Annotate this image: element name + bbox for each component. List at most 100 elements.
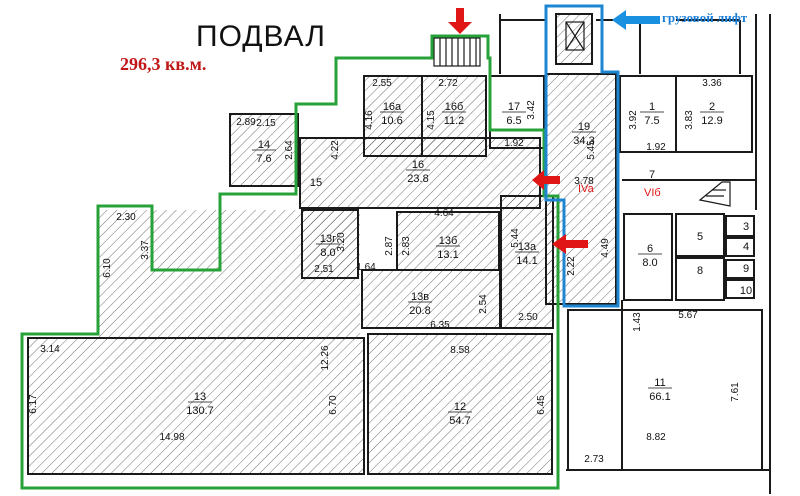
dimension-label: 2.30: [116, 212, 136, 223]
room-number-r16a: 16а: [383, 101, 402, 113]
dimension-label: 4.64: [434, 208, 454, 219]
dimension-label: 1.64: [356, 262, 376, 273]
arrows: [448, 8, 660, 254]
dimension-label: 6.45: [536, 395, 547, 415]
room-13-fill: [27, 337, 365, 475]
room-10-wall: [725, 279, 755, 299]
dimension-label: 3.92: [628, 110, 639, 130]
room-area-r17: 6.5: [506, 115, 521, 127]
dimension-label: 2.22: [566, 256, 577, 276]
room-area-r13b: 13.1: [437, 249, 458, 261]
dimension-label: 8.82: [646, 432, 666, 443]
room-area-r13g: 8.0: [320, 247, 335, 259]
room-number-r15: 15: [310, 177, 322, 189]
room-12-fill: [367, 333, 553, 475]
room-3-wall: [725, 215, 755, 237]
room-number-r12: 12: [454, 401, 466, 413]
room-number-r13b: 13б: [439, 235, 458, 247]
dimension-label: 4.49: [600, 238, 611, 258]
dimension-label: 1.92: [646, 142, 666, 153]
room-number-r13g: 13г: [320, 233, 336, 245]
marker-iva: IVa: [578, 183, 595, 195]
dimension-label: 3.14: [40, 344, 60, 355]
room-area-r6: 8.0: [642, 257, 657, 269]
dimension-label: 8.58: [450, 345, 470, 356]
hatched-areas: [27, 13, 617, 475]
room-area-r16b: 11.2: [444, 115, 465, 127]
stairs-icon: [433, 37, 731, 207]
dimension-label: 6.35: [430, 320, 450, 331]
room-number-r2: 2: [709, 101, 715, 113]
lift-zone-boundary-blue: [544, 4, 620, 308]
room-number-r17: 17: [508, 101, 520, 113]
arrow-left-icon: [612, 10, 660, 30]
room-number-r13a: 13а: [518, 241, 537, 253]
room-2-wall: [675, 75, 753, 153]
small-room-9: 9: [743, 263, 749, 275]
room-number-r11: 11: [654, 377, 665, 389]
dimension-label: 14.98: [159, 432, 184, 443]
room-area-r1: 7.5: [644, 115, 659, 127]
dimension-label: 1.92: [504, 138, 524, 149]
arrow-left-red-2-icon: [552, 234, 588, 254]
arrow-left-red-1-icon: [532, 170, 560, 190]
dimension-label: 7.61: [730, 382, 741, 402]
dimension-label: 12.26: [320, 345, 331, 370]
dimension-label: 3.20: [336, 232, 347, 252]
room-13v-fill: [361, 269, 501, 329]
room-area-r14: 7.6: [256, 153, 271, 165]
dimension-label: 3.37: [140, 240, 151, 260]
dimension-label: 2.54: [478, 294, 489, 314]
room-number-r6: 6: [647, 243, 653, 255]
dimension-label: 1.43: [632, 312, 643, 332]
room-16b-fill: [421, 75, 487, 157]
dimension-label: 4.15: [426, 110, 437, 130]
dimension-label: 2.50: [518, 312, 538, 323]
room-number-r7: 7: [649, 169, 655, 181]
room-area-r11: 66.1: [649, 391, 670, 403]
room-area-r13a: 14.1: [516, 255, 537, 267]
room-6-wall: [623, 213, 673, 301]
dimension-label: 2.72: [438, 78, 458, 89]
dimension-label: 5.67: [678, 310, 698, 321]
dimension-label: 2.55: [372, 78, 392, 89]
page-title: ПОДВАЛ: [196, 20, 326, 53]
room-area-r13: 130.7: [186, 405, 214, 417]
dimension-label: 4.16: [364, 110, 375, 130]
room-area-r16: 23.8: [407, 173, 428, 185]
room-area-r13v: 20.8: [409, 305, 430, 317]
room-5-wall: [675, 213, 725, 257]
dimension-label: 3.36: [702, 78, 722, 89]
room-number-r13v: 13в: [411, 291, 429, 303]
dimension-label: 2.73: [584, 454, 604, 465]
room-number-r13: 13: [194, 391, 206, 403]
room-4-wall: [725, 237, 755, 257]
small-room-3: 3: [743, 221, 749, 233]
room-area-r2: 12.9: [701, 115, 722, 127]
room-number-r16: 16: [412, 159, 424, 171]
room-area-r12: 54.7: [449, 415, 470, 427]
room-13a-fill: [500, 195, 554, 329]
dimension-label: 6.17: [28, 394, 39, 414]
dimension-label: 6.10: [102, 258, 113, 278]
room-area-r19: 34.3: [573, 135, 594, 147]
room-9-wall: [725, 259, 755, 279]
room-number-r16b: 16б: [445, 101, 464, 113]
marker-vib: VIб: [644, 187, 661, 199]
dimension-label: 2.83: [401, 236, 412, 256]
room-number-r8: 8: [697, 265, 703, 277]
lift-label: грузовой лифт: [662, 10, 748, 25]
small-room-10: 10: [740, 285, 752, 297]
lift-icon: [565, 21, 585, 51]
dimension-label: 4.22: [330, 140, 341, 160]
room-8-wall: [675, 257, 725, 301]
room-number-r14: 14: [258, 139, 270, 151]
room-13b-fill: [396, 211, 500, 271]
dimension-label: 2.89: [236, 117, 256, 128]
room-number-r1: 1: [649, 101, 655, 113]
arrow-down-icon: [448, 8, 472, 34]
room-16a-fill: [363, 75, 423, 157]
dimension-label: 6.70: [328, 395, 339, 415]
